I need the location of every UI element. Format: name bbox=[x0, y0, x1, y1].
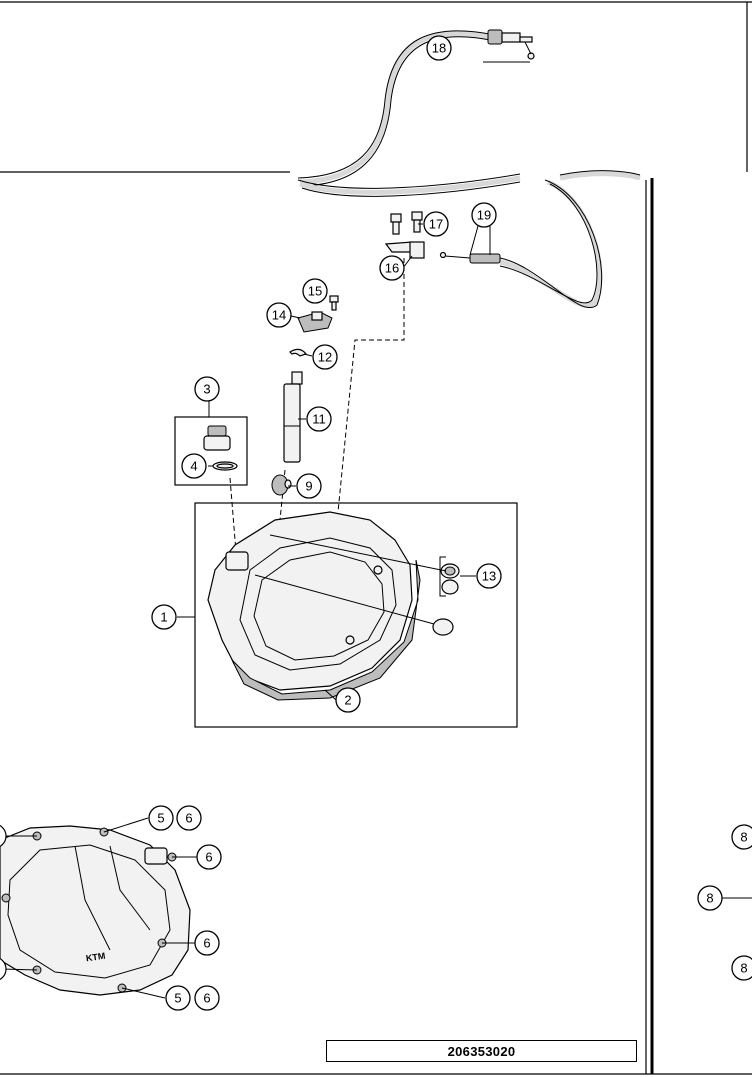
svg-text:3: 3 bbox=[203, 382, 210, 397]
svg-text:1: 1 bbox=[160, 610, 167, 625]
callout-11: 11 bbox=[306, 406, 332, 432]
callout-5-bottom: 5 bbox=[165, 985, 191, 1011]
svg-text:8: 8 bbox=[706, 891, 713, 906]
seals-13 bbox=[432, 556, 460, 636]
clutch-cable bbox=[297, 29, 641, 308]
callout-16: 16 bbox=[379, 255, 405, 281]
callout-6-bottom: 6 bbox=[194, 985, 220, 1011]
callout-17: 17 bbox=[423, 211, 449, 237]
bracket-14 bbox=[297, 311, 333, 333]
svg-text:5: 5 bbox=[174, 991, 181, 1006]
callout-4: 4 bbox=[181, 453, 207, 479]
circlip-12 bbox=[289, 348, 307, 357]
gear-9 bbox=[271, 474, 292, 496]
svg-text:6: 6 bbox=[185, 811, 192, 826]
ktm-logo: KTM bbox=[85, 951, 106, 964]
svg-text:14: 14 bbox=[272, 308, 286, 323]
svg-text:6: 6 bbox=[203, 991, 210, 1006]
plug-3-box bbox=[174, 416, 248, 486]
svg-text:16: 16 bbox=[385, 261, 399, 276]
svg-text:12: 12 bbox=[318, 350, 332, 365]
callout-19: 19 bbox=[471, 202, 497, 228]
svg-text:8: 8 bbox=[740, 830, 747, 845]
svg-text:5: 5 bbox=[157, 811, 164, 826]
callout-partial-left-bottom bbox=[0, 957, 7, 981]
callout-1: 1 bbox=[151, 604, 177, 630]
callout-5-top: 5 bbox=[148, 805, 174, 831]
callout-18: 18 bbox=[426, 35, 452, 61]
callout-8-top: 8 bbox=[731, 824, 752, 850]
callout-partial-left-top bbox=[0, 824, 7, 848]
callout-2: 2 bbox=[335, 687, 361, 713]
cover-assembly bbox=[194, 502, 518, 728]
svg-text:9: 9 bbox=[305, 479, 312, 494]
callout-6-upper-right: 6 bbox=[196, 844, 222, 870]
svg-text:17: 17 bbox=[429, 217, 443, 232]
svg-text:18: 18 bbox=[432, 41, 446, 56]
callout-13: 13 bbox=[476, 563, 502, 589]
shaft-11 bbox=[283, 371, 303, 463]
svg-text:4: 4 bbox=[190, 459, 197, 474]
callout-6-top: 6 bbox=[176, 805, 202, 831]
reference-number: 206353020 bbox=[447, 1043, 516, 1059]
svg-text:15: 15 bbox=[308, 284, 322, 299]
callout-12: 12 bbox=[312, 344, 338, 370]
callout-15: 15 bbox=[302, 278, 328, 304]
svg-text:13: 13 bbox=[482, 569, 496, 584]
svg-text:2: 2 bbox=[344, 693, 351, 708]
bolt-17 bbox=[390, 211, 423, 235]
callout-9: 9 bbox=[296, 473, 322, 499]
reference-number-box: 206353020 bbox=[326, 1040, 637, 1062]
svg-text:19: 19 bbox=[477, 208, 491, 223]
callout-14: 14 bbox=[266, 302, 292, 328]
bolt-15 bbox=[329, 295, 339, 311]
callout-6-lower-right: 6 bbox=[194, 930, 220, 956]
svg-text:6: 6 bbox=[205, 850, 212, 865]
svg-text:11: 11 bbox=[312, 412, 326, 427]
callout-8-middle: 8 bbox=[697, 885, 723, 911]
callout-8-bottom: 8 bbox=[731, 955, 752, 981]
callout-3: 3 bbox=[194, 376, 220, 402]
svg-text:6: 6 bbox=[203, 936, 210, 951]
callout-leaders bbox=[1, 61, 752, 999]
svg-text:8: 8 bbox=[740, 961, 747, 976]
release-lever-16 bbox=[384, 241, 425, 259]
